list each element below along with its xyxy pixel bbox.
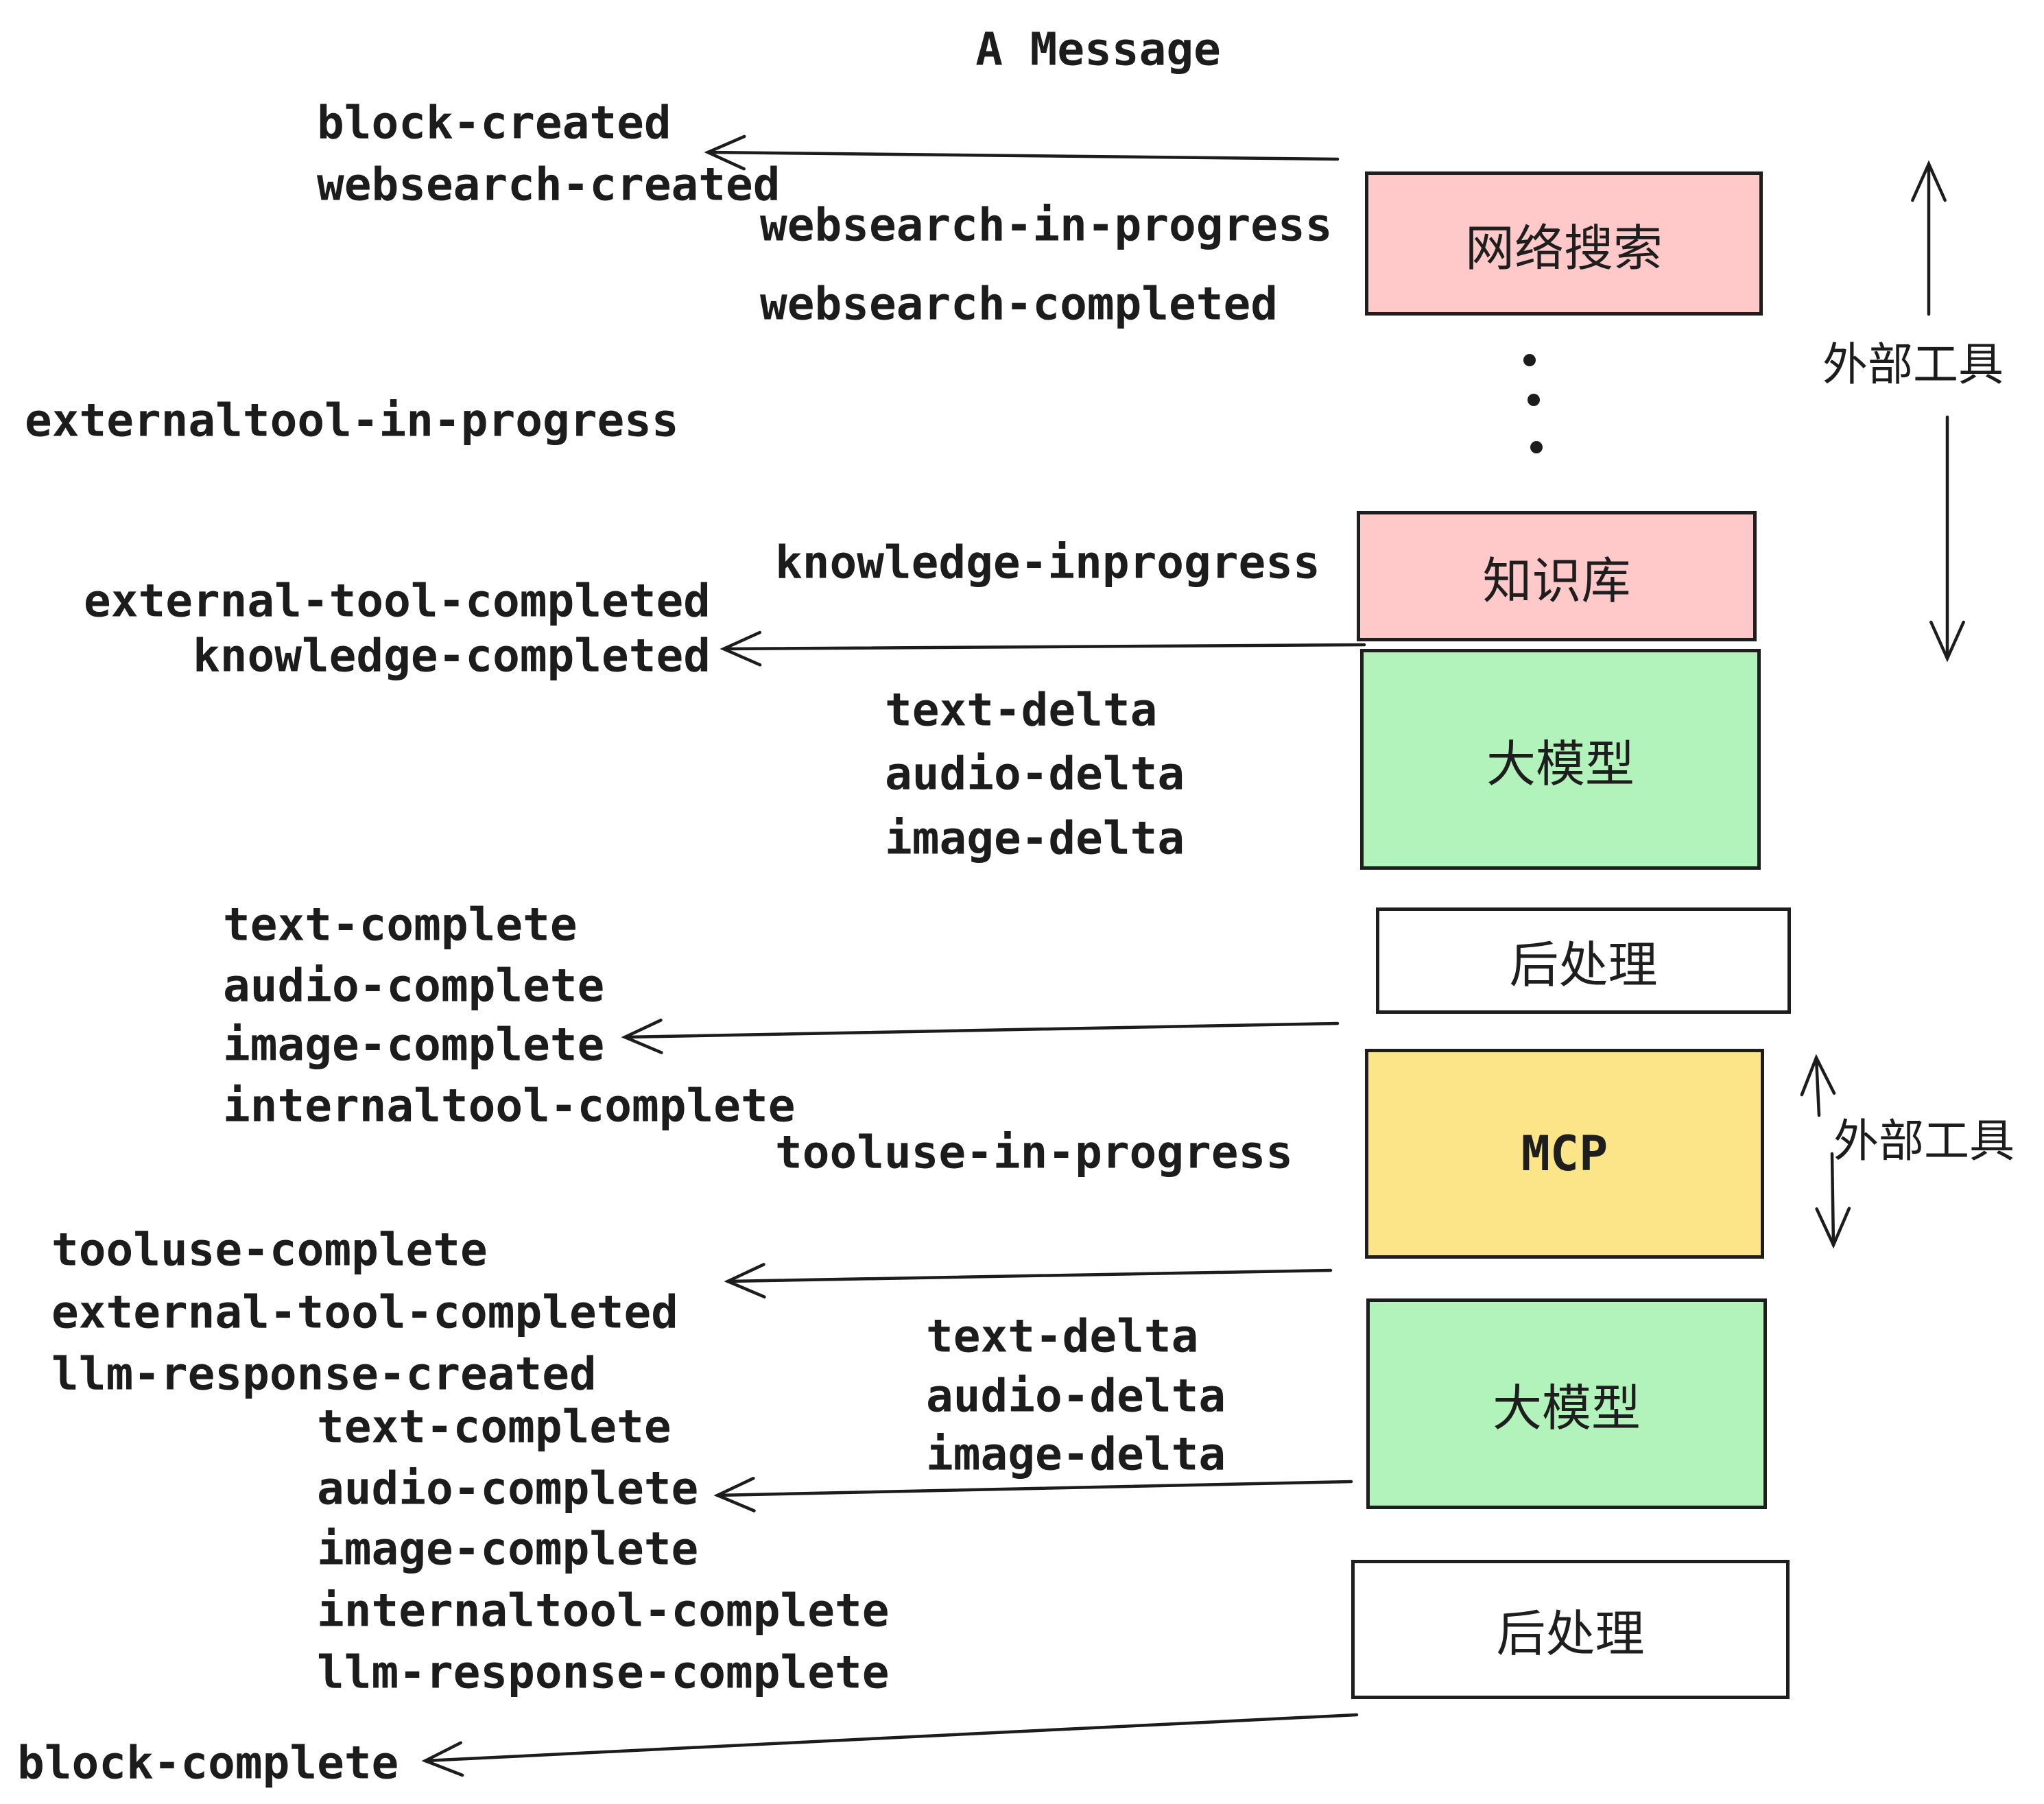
event-websearch-in-progress-2: websearch-in-progress	[760, 198, 1333, 252]
box-knowledge: 知识库	[1357, 511, 1757, 641]
event-websearch-created-1: websearch-created	[317, 158, 781, 211]
box-llm-2: 大模型	[1366, 1298, 1767, 1509]
event-image-delta-21: image-delta	[926, 1427, 1226, 1481]
event-audio-complete-12: audio-complete	[223, 959, 605, 1012]
box-llm-1: 大模型	[1360, 649, 1761, 870]
box-label-postprocess-2: 后处理	[1496, 1605, 1645, 1663]
event-image-complete-13: image-complete	[223, 1018, 605, 1071]
event-audio-complete-23: audio-complete	[317, 1462, 699, 1515]
arrowhead-external-tools-down-2	[1815, 1207, 1851, 1249]
arrowhead-external-tools-down-1	[1929, 620, 1965, 663]
arrowhead-to-audio-complete	[713, 1476, 756, 1512]
event-text-delta-8: text-delta	[885, 683, 1158, 737]
box-label-llm-1: 大模型	[1486, 735, 1635, 793]
event-llm-response-complete-26: llm-response-complete	[317, 1646, 890, 1699]
arrow-external-tools-up-2	[1800, 1054, 1836, 1117]
box-label-llm-2: 大模型	[1492, 1379, 1641, 1437]
arrow-to-image-complete	[621, 1019, 1340, 1054]
ellipsis-dot-1	[1523, 354, 1536, 366]
event-knowledge-inprogress-5: knowledge-inprogress	[775, 536, 1320, 589]
arrow-external-tools-up-1	[1911, 160, 1947, 316]
ellipsis-dot-2	[1528, 394, 1540, 406]
arrow-to-audio-complete	[713, 1476, 1353, 1512]
box-label-postprocess-1: 后处理	[1509, 936, 1658, 994]
event-image-complete-24: image-complete	[317, 1522, 699, 1576]
event-block-created-0: block-created	[317, 96, 672, 150]
event-external-tool-completed-6: external-tool-completed	[84, 574, 711, 628]
box-label-websearch: 网络搜索	[1464, 219, 1663, 277]
event-externaltool-in-progress-4: externaltool-in-progress	[25, 394, 679, 447]
event-image-delta-10: image-delta	[885, 811, 1185, 865]
event-llm-response-created-18: llm-response-created	[51, 1347, 597, 1401]
arrow-to-block-complete	[421, 1713, 1359, 1777]
arrow-to-knowledge-completed	[720, 630, 1366, 667]
box-websearch: 网络搜索	[1365, 171, 1763, 316]
box-postprocess-2: 后处理	[1351, 1560, 1790, 1699]
arrow-to-tooluse-complete	[724, 1263, 1333, 1298]
arrowhead-to-block-complete	[421, 1741, 464, 1777]
arrowhead-to-tooluse-complete	[724, 1263, 766, 1298]
event-tooluse-complete-16: tooluse-complete	[51, 1223, 488, 1277]
event-audio-delta-9: audio-delta	[885, 747, 1185, 800]
box-mcp: MCP	[1365, 1049, 1764, 1259]
diagram-title: A Message	[975, 23, 1221, 76]
event-block-complete-27: block-complete	[17, 1736, 399, 1790]
event-audio-delta-20: audio-delta	[926, 1369, 1226, 1423]
box-label-mcp: MCP	[1521, 1126, 1608, 1182]
event-text-delta-19: text-delta	[926, 1309, 1199, 1363]
arrow-to-block-created	[704, 134, 1340, 171]
event-text-complete-22: text-complete	[317, 1400, 672, 1453]
event-internaltool-complete-14: internaltool-complete	[223, 1079, 796, 1132]
ellipsis-dot-3	[1530, 441, 1543, 453]
event-text-complete-11: text-complete	[223, 898, 578, 951]
arrowhead-to-image-complete	[621, 1019, 663, 1054]
arrowhead-external-tools-up-2	[1800, 1054, 1836, 1097]
event-external-tool-completed-17: external-tool-completed	[51, 1285, 678, 1339]
box-label-knowledge: 知识库	[1482, 551, 1631, 610]
arrowhead-to-knowledge-completed	[720, 630, 762, 667]
event-internaltool-complete-25: internaltool-complete	[317, 1584, 890, 1637]
box-postprocess-1: 后处理	[1376, 907, 1791, 1014]
side-label-external-tools-1: 外部工具	[1822, 338, 2004, 391]
arrowhead-external-tools-up-1	[1911, 160, 1947, 202]
arrow-external-tools-down-1	[1929, 415, 1965, 663]
event-tooluse-in-progress-15: tooluse-in-progress	[775, 1126, 1293, 1179]
event-knowledge-completed-7: knowledge-completed	[193, 629, 711, 683]
event-websearch-completed-3: websearch-completed	[760, 277, 1278, 331]
side-label-external-tools-2: 外部工具	[1833, 1115, 2015, 1167]
